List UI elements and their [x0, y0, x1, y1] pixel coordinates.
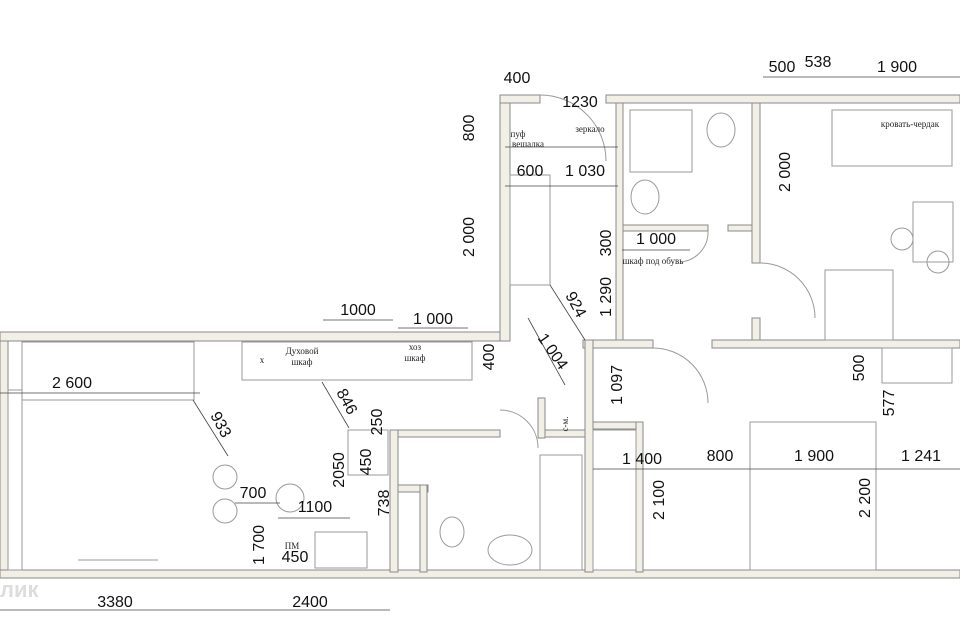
watermark: лик — [0, 577, 40, 602]
dim-label: 1 700 — [251, 525, 268, 565]
wc-door — [679, 230, 709, 263]
corridor-wardrobe — [509, 174, 551, 286]
bath-sink-icon — [487, 534, 533, 566]
puf-label: пуф — [511, 129, 526, 139]
dim-label: 3380 — [97, 594, 133, 611]
dim-label: 500 — [851, 355, 868, 382]
dim-label: 1 900 — [877, 59, 917, 76]
dim-label: 1 000 — [413, 311, 453, 328]
dim-label: 300 — [598, 230, 615, 257]
washbasin-icon — [630, 179, 660, 215]
entry-door — [539, 94, 607, 162]
dim-label: 846 — [332, 386, 360, 418]
dishwasher-label: ПМ — [285, 541, 300, 551]
dim-label: 1000 — [340, 302, 376, 319]
dim-label: 1 290 — [598, 277, 615, 317]
dim-label: 450 — [358, 449, 375, 476]
bed — [749, 421, 877, 571]
walls — [0, 94, 960, 579]
shoe-cabinet-label: шкаф под обувь — [623, 256, 684, 266]
desk — [912, 201, 954, 263]
dim-label: 800 — [461, 115, 478, 142]
dim-label: 738 — [376, 490, 393, 517]
dim-label: 500 — [769, 59, 796, 76]
dim-label: 933 — [206, 409, 234, 441]
dim-label: 2050 — [331, 452, 348, 488]
dim-label: 2 200 — [857, 478, 874, 518]
loft-bed — [831, 109, 953, 167]
washer-label: с-м. — [560, 417, 570, 432]
dim-label: 1 000 — [636, 231, 676, 248]
bath-toilet-icon — [439, 516, 465, 548]
dim-label: 800 — [707, 448, 734, 465]
dim-label: 600 — [517, 163, 544, 180]
dim-label: 450 — [282, 549, 309, 566]
utility-cabinet-label: хоз — [409, 342, 422, 352]
dim-label: 2 000 — [777, 152, 794, 192]
dim-label: 2 600 — [52, 375, 92, 392]
dimension-lines — [0, 76, 960, 611]
dim-label: 1230 — [562, 94, 598, 111]
furniture-labels: пуф вешалка зеркало шкаф под обувь крова… — [260, 119, 940, 551]
dim-label: 924 — [561, 289, 589, 321]
dim-label: 400 — [481, 344, 498, 371]
loft-bed-label: кровать-чердак — [881, 119, 940, 129]
dim-label: 700 — [240, 485, 267, 502]
dim-label: 1 241 — [901, 448, 941, 465]
dim-label: 2400 — [292, 594, 328, 611]
bathtub — [539, 454, 583, 571]
dim-label: 538 — [805, 54, 832, 71]
dim-label: 1 400 — [622, 451, 662, 468]
hob-label: х — [260, 355, 265, 365]
shower — [629, 109, 693, 173]
dim-label: 1 097 — [609, 365, 626, 405]
dim-label: 1 004 — [534, 331, 571, 374]
furniture — [7, 94, 954, 571]
kitchen-counter — [241, 341, 473, 381]
bedroom-door — [652, 347, 709, 404]
oven-label: Духовой — [286, 346, 319, 356]
oven-label: шкаф — [292, 357, 313, 367]
dim-label: 577 — [881, 390, 898, 417]
wardrobe — [592, 429, 637, 571]
dim-label: 2 100 — [651, 480, 668, 520]
dim-label: 1100 — [298, 499, 333, 516]
dim-label: 1 030 — [565, 163, 605, 180]
bathroom-door — [499, 409, 539, 449]
dim-label: 400 — [504, 70, 531, 87]
sofa — [21, 341, 195, 401]
hanger-label: вешалка — [512, 139, 544, 149]
toilet-icon — [706, 112, 736, 148]
dim-label: 1 900 — [794, 448, 834, 465]
dimension-labels: 400 1230 800 2 000 600 1 030 300 1 000 1… — [52, 54, 941, 611]
kitchen-sink — [314, 531, 368, 569]
room-door — [759, 262, 816, 319]
dim-label: 250 — [369, 409, 386, 436]
utility-cabinet-label: шкаф — [405, 353, 426, 363]
laptop-desk — [881, 347, 953, 384]
dim-label: 2 000 — [461, 217, 478, 257]
mirror-label: зеркало — [575, 124, 605, 134]
